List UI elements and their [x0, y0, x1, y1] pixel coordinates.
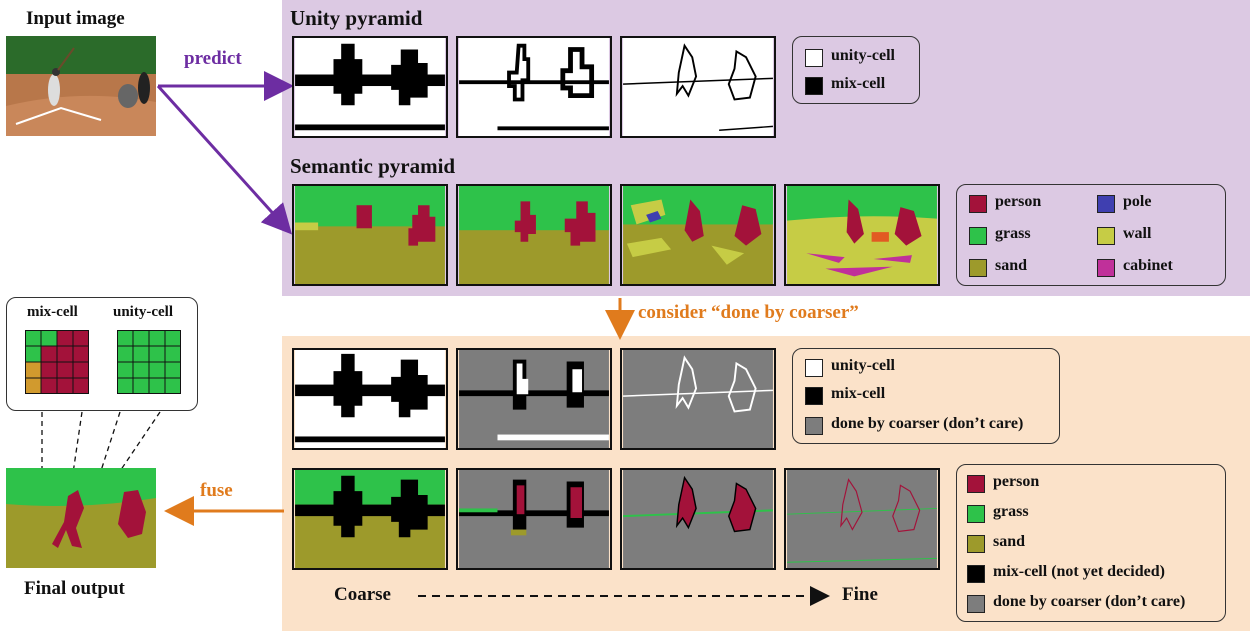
- predict-arrow-semantic: [156, 84, 293, 235]
- legend3-person-swatch: [967, 475, 985, 493]
- legend-person-label: person: [995, 193, 1042, 210]
- final-output-label: Final output: [24, 578, 125, 599]
- legend-pole-label: pole: [1123, 193, 1152, 210]
- semantic-pyramid-title: Semantic pyramid: [290, 154, 456, 178]
- legend3-sand-label: sand: [993, 533, 1026, 550]
- legend2-unity-label: unity-cell: [831, 357, 895, 374]
- semantic-level-4: [784, 184, 940, 286]
- fuse-label: fuse: [200, 480, 233, 501]
- semantic-level-1: [292, 184, 448, 286]
- semantic-dc-level-2: [456, 468, 612, 570]
- legend3-mix-swatch: [967, 565, 985, 583]
- legend3-grass-swatch: [967, 505, 985, 523]
- unity-dc-level-2: [456, 348, 612, 450]
- legend-wall-swatch: [1097, 227, 1115, 245]
- predict-label: predict: [184, 48, 242, 69]
- legend2-mix-swatch: [805, 387, 823, 405]
- legend3-person-label: person: [993, 473, 1040, 490]
- legend2-mix-label: mix-cell: [831, 385, 886, 402]
- inset-dash-3: [97, 411, 121, 481]
- unity-cell-grid: [117, 330, 181, 394]
- consider-label: consider “done by coarser”: [638, 302, 859, 323]
- unity-dc-level-3: [620, 348, 776, 450]
- legend3-mix-label: mix-cell (not yet decided): [993, 563, 1165, 580]
- legend2-done-label: done by coarser (don’t care): [831, 415, 1024, 432]
- legend-cabinet-label: cabinet: [1123, 257, 1173, 274]
- legend2-unity-swatch: [805, 359, 823, 377]
- semantic-dc-level-3: [620, 468, 776, 570]
- legend-sand-swatch: [969, 259, 987, 277]
- mix-cell-grid: [25, 330, 89, 394]
- unity-level-1: [292, 36, 448, 138]
- legend-wall-label: wall: [1123, 225, 1152, 242]
- semantic-level-3: [620, 184, 776, 286]
- inset-mix-label: mix-cell: [27, 304, 78, 320]
- legend-sand-label: sand: [995, 257, 1028, 274]
- legend3-sand-swatch: [967, 535, 985, 553]
- input-image-label: Input image: [26, 8, 125, 29]
- legend-pole-swatch: [1097, 195, 1115, 213]
- semantic-dc-legend: person grass sand mix-cell (not yet deci…: [956, 464, 1226, 622]
- unity-dc-legend: unity-cell mix-cell done by coarser (don…: [792, 348, 1060, 444]
- unity-level-2: [456, 36, 612, 138]
- legend-mix-swatch: [805, 77, 823, 95]
- legend-unity-label: unity-cell: [831, 47, 895, 64]
- inset-dash-4: [113, 411, 161, 481]
- legend3-done-swatch: [967, 595, 985, 613]
- semantic-dc-level-4: [784, 468, 940, 570]
- coarse-label: Coarse: [334, 584, 391, 605]
- legend-unity-swatch: [805, 49, 823, 67]
- inset-unity-label: unity-cell: [113, 304, 173, 320]
- unity-legend: unity-cell mix-cell: [792, 36, 920, 104]
- input-image: [6, 36, 156, 136]
- semantic-legend: person grass sand pole wall cabinet: [956, 184, 1226, 286]
- legend3-grass-label: grass: [993, 503, 1029, 520]
- semantic-level-2: [456, 184, 612, 286]
- unity-level-3: [620, 36, 776, 138]
- cell-inset: mix-cell unity-cell: [6, 297, 198, 411]
- semantic-dc-level-1: [292, 468, 448, 570]
- legend-grass-swatch: [969, 227, 987, 245]
- unity-dc-level-1: [292, 348, 448, 450]
- legend-mix-label: mix-cell: [831, 75, 886, 92]
- unity-pyramid-title: Unity pyramid: [290, 6, 423, 30]
- legend2-done-swatch: [805, 417, 823, 435]
- legend-grass-label: grass: [995, 225, 1031, 242]
- fine-label: Fine: [842, 584, 878, 605]
- final-output-image: [6, 468, 156, 568]
- legend-person-swatch: [969, 195, 987, 213]
- legend-cabinet-swatch: [1097, 259, 1115, 277]
- legend3-done-label: done by coarser (don’t care): [993, 593, 1186, 610]
